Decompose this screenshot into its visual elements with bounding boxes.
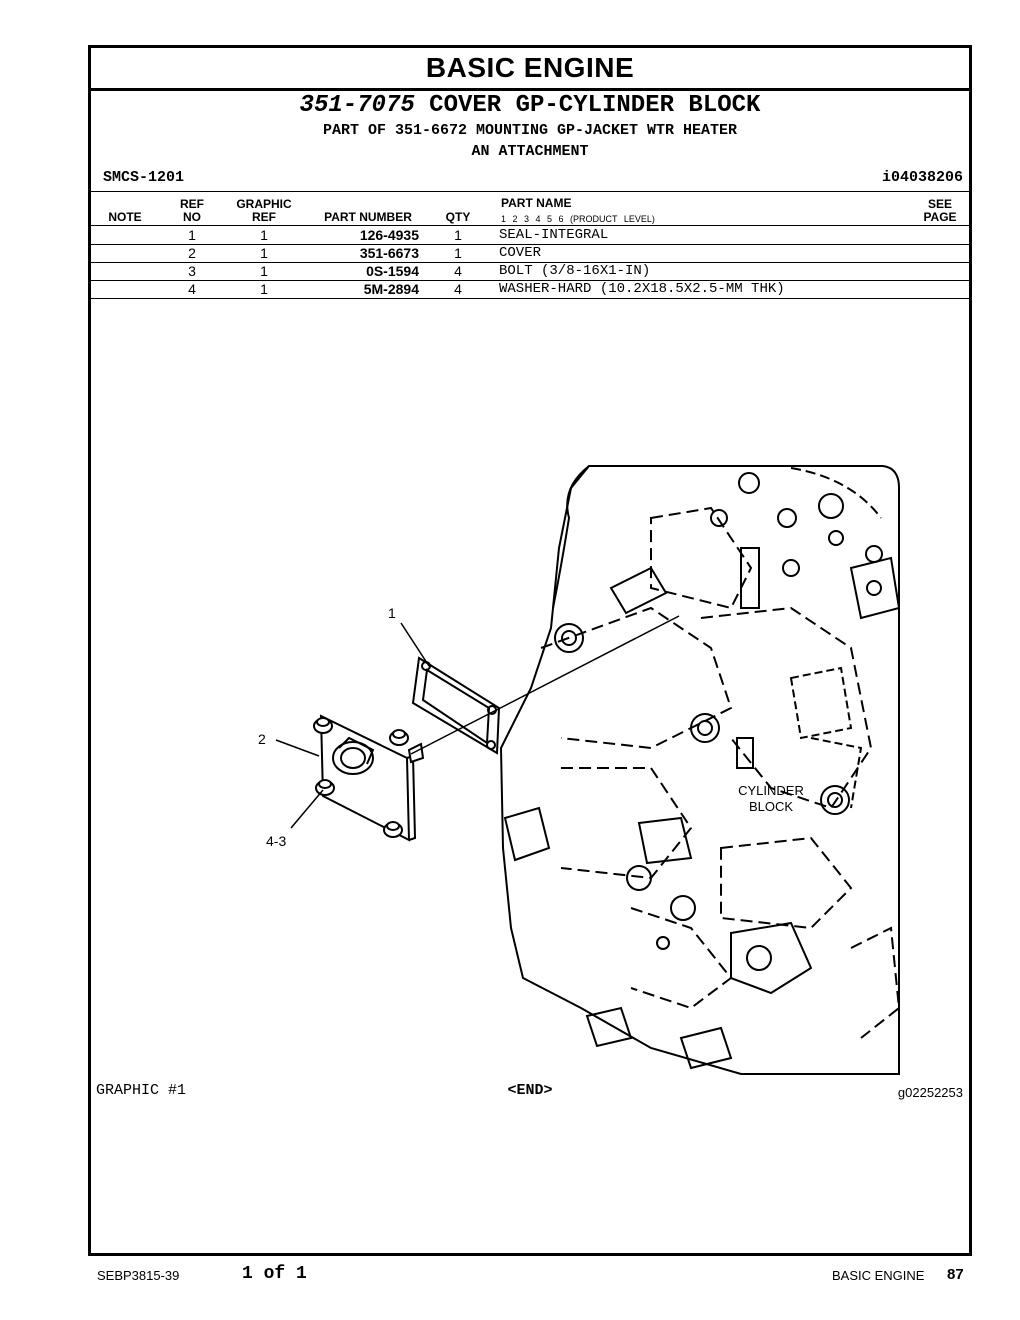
illustration-id: i04038206	[881, 169, 963, 186]
part-of-line: PART OF 351-6672 MOUNTING GP-JACKET WTR …	[322, 122, 738, 139]
table-row: 1 1 126-4935 1 SEAL-INTEGRAL	[91, 226, 969, 245]
group-name: COVER GP-CYLINDER BLOCK	[429, 92, 761, 119]
footer-document-number: SEBP3815-39	[97, 1268, 180, 1283]
table-row: 4 1 5M-2894 4 WASHER-HARD (10.2X18.5X2.5…	[91, 280, 969, 299]
group-part-number: 351-7075	[299, 92, 415, 119]
header-product-levels: 1 2 3 4 5 6 (PRODUCT LEVEL)	[501, 214, 655, 224]
header-graphic-bottom: REF	[252, 210, 276, 224]
row-part-name: COVER	[499, 245, 542, 261]
row-part-number: 0S-1594	[366, 263, 419, 279]
row-ref: 3	[188, 263, 196, 279]
header-see-bottom: PAGE	[923, 210, 957, 224]
row-graphic-ref: 1	[260, 245, 268, 261]
row-graphic-ref: 1	[260, 281, 268, 297]
seal-integral-part	[411, 656, 501, 755]
cylinder-block-drawing	[499, 465, 901, 1075]
callout-1: 1	[388, 605, 396, 621]
header-ref-top: REF	[180, 197, 204, 211]
header-qty: QTY	[445, 210, 471, 224]
block-label-line-1: CYLINDER	[738, 783, 804, 798]
row-qty: 1	[454, 245, 462, 261]
row-qty: 4	[454, 281, 462, 297]
table-row: 2 1 351-6673 1 COVER	[91, 244, 969, 263]
row-ref: 1	[188, 227, 196, 243]
footer-page-number: 87	[947, 1266, 964, 1283]
graphic-id: g02252253	[897, 1085, 963, 1100]
smcs-code: SMCS-1201	[103, 169, 185, 186]
row-part-number: 126-4935	[359, 227, 419, 243]
row-qty: 1	[454, 227, 462, 243]
row-part-number: 351-6673	[359, 245, 419, 261]
row-part-number: 5M-2894	[363, 281, 419, 297]
header-graphic-top: GRAPHIC	[236, 197, 292, 211]
page-frame: BASIC ENGINE 351-7075 COVER GP-CYLINDER …	[88, 45, 972, 1256]
header-ref-bottom: NO	[183, 210, 201, 224]
table-top-rule	[91, 191, 969, 192]
exploded-view-illustration: 1 2 4-3 CYLINDER BLOCK	[258, 465, 901, 1075]
row-part-name: WASHER-HARD (10.2X18.5X2.5-MM THK)	[499, 281, 785, 297]
footer-section-name: BASIC ENGINE	[832, 1268, 925, 1283]
footer-page-count: 1 of 1	[242, 1264, 307, 1284]
graphic-label: GRAPHIC #1	[96, 1082, 187, 1099]
header-see-top: SEE	[927, 197, 952, 211]
assembly-centerline	[410, 615, 680, 755]
callout-leaders	[275, 622, 430, 829]
row-ref: 2	[188, 245, 196, 261]
row-ref: 4	[188, 281, 196, 297]
section-title: BASIC ENGINE	[91, 48, 969, 91]
header-bottom-rule	[91, 225, 969, 226]
header-part-number: PART NUMBER	[324, 210, 412, 224]
header-part-name: PART NAME	[501, 196, 572, 210]
group-title: 351-7075 COVER GP-CYLINDER BLOCK	[91, 92, 969, 119]
row-graphic-ref: 1	[260, 227, 268, 243]
table-row: 3 1 0S-1594 4 BOLT (3/8-16X1-IN)	[91, 262, 969, 281]
row-graphic-ref: 1	[260, 263, 268, 279]
row-part-name: BOLT (3/8-16X1-IN)	[499, 263, 651, 279]
block-label-line-2: BLOCK	[749, 799, 793, 814]
callout-4-3: 4-3	[266, 833, 286, 849]
attachment-line: AN ATTACHMENT	[471, 143, 589, 160]
row-qty: 4	[454, 263, 462, 279]
callout-2: 2	[258, 731, 266, 747]
header-note: NOTE	[108, 210, 142, 224]
bolt-washer-parts	[313, 717, 425, 838]
row-part-name: SEAL-INTEGRAL	[499, 227, 609, 243]
end-marker: <END>	[507, 1082, 553, 1099]
